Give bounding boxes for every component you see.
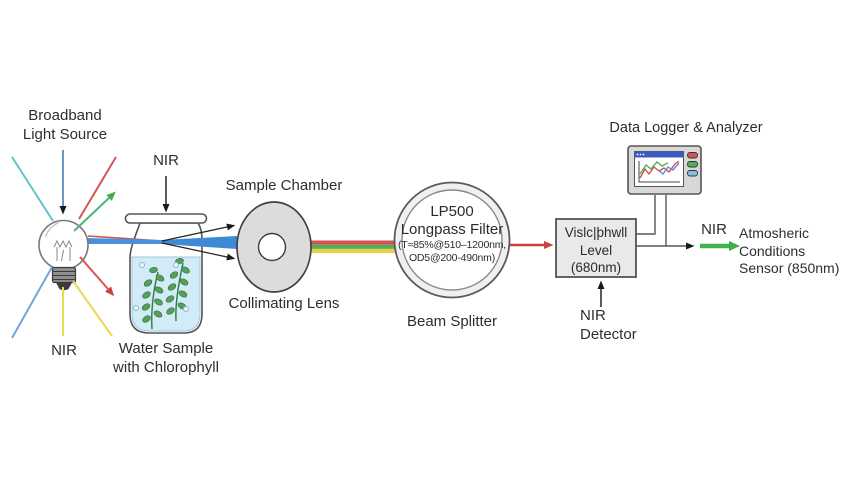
visible-level-text: Vislc|þhwll Level (680nm)	[556, 224, 636, 277]
beaker-rim	[124, 213, 208, 224]
beaker-icon	[124, 213, 208, 334]
monitor-buttons	[687, 152, 698, 177]
atmospheric-sensor-line3: Sensor (850nm)	[739, 260, 840, 276]
visible-level-line1: Vislc|þhwll	[564, 225, 628, 240]
ray-green-arrow	[73, 191, 116, 232]
atmospheric-sensor-line2: Conditions	[739, 242, 806, 259]
visible-level-line3: (680nm)	[570, 260, 622, 275]
filter-spec-line1: (T≈85%@510–1200nm,	[398, 239, 506, 251]
monitor-icon	[627, 145, 702, 195]
light-source-label: Broadband Light Source	[4, 106, 126, 144]
sample-chamber-label: Sample Chamber	[225, 177, 343, 194]
water-sample-label: Water Sample with Chlorophyll	[96, 339, 236, 377]
data-logger-label: Data Logger & Analyzer	[609, 120, 763, 136]
bulb-base-tip	[56, 282, 72, 291]
atmospheric-sensor-line1: Atmosheric	[739, 225, 810, 241]
light-source-label-line1: Broadband	[28, 107, 102, 124]
filter-spec-line2: OD5@200-490nm)	[408, 251, 496, 264]
connector-lines	[636, 195, 695, 250]
ray-yellow-lower-right	[72, 280, 113, 337]
visible-level-line2: Level	[579, 242, 613, 258]
nir-detector-label-line1: NIR	[580, 307, 606, 324]
ray-blue-lower-left	[11, 266, 53, 339]
filter-type: Longpass Filter	[400, 221, 504, 238]
longpass-filter-text: LP500 Longpass Filter (T≈85%@510–1200nm,…	[395, 203, 509, 264]
visible-level-box	[555, 218, 637, 278]
bubbles	[133, 262, 189, 312]
bulb-base-ridges	[52, 271, 76, 280]
collimating-lens-label: Collimating Lens	[228, 295, 340, 312]
beam-blue-out	[162, 236, 237, 249]
nir-label-output: NIR	[701, 221, 727, 238]
beam-splitter-label: Beam Splitter	[406, 313, 498, 330]
bulb-highlight	[44, 221, 60, 238]
ray-cyan-upper-left	[11, 156, 54, 222]
beam-stripe-yellow	[311, 248, 397, 254]
diverging-arrow-bottom	[161, 242, 236, 261]
diverging-arrow-top	[161, 223, 236, 242]
water-fill	[131, 256, 201, 332]
atmospheric-sensor-label: Atmosheric Conditions Sensor (850nm)	[739, 225, 843, 278]
chart-lines	[638, 160, 680, 183]
bulb-filament	[53, 239, 73, 262]
nir-detector-label: NIR Detector	[580, 306, 690, 344]
water-sample-label-line1: Water Sample	[118, 340, 214, 357]
beam-blue-in	[88, 238, 162, 244]
filter-ring-icon	[393, 181, 511, 299]
collimating-lens-icon	[236, 201, 312, 293]
beam-paths	[87, 223, 554, 261]
beam-stripe-green	[311, 244, 397, 249]
ray-red-upper-right	[78, 156, 117, 220]
nir-detector-label-line2: Detector	[580, 326, 637, 343]
light-rays	[11, 150, 117, 339]
filter-model: LP500	[430, 203, 474, 220]
screen-titlebar	[634, 151, 684, 158]
water-sample-label-line2: with Chlorophyll	[113, 359, 219, 376]
beam-stripe-red	[311, 240, 397, 245]
light-source-label-line2: Light Source	[22, 126, 108, 143]
nir-label-source: NIR	[51, 342, 77, 359]
light-bulb-icon	[38, 219, 89, 291]
nir-label-sample: NIR	[153, 152, 179, 169]
ray-red-arrow-lower-right	[79, 256, 115, 297]
